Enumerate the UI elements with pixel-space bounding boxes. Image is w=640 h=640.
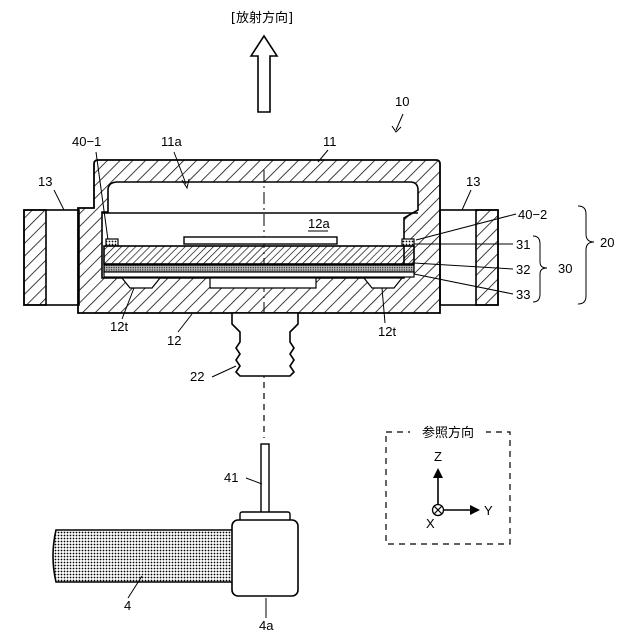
- label-31: 31: [516, 237, 530, 252]
- emission-direction-arrow: [251, 36, 277, 112]
- cable-4: [53, 530, 238, 582]
- label-40-2: 40−2: [518, 207, 547, 222]
- axis-y-label: Y: [484, 503, 493, 518]
- label-13-left-leader: [54, 190, 64, 210]
- axis-z-arrow: [433, 468, 443, 510]
- label-30: 30: [558, 261, 572, 276]
- label-10: 10: [395, 94, 409, 109]
- reference-direction-box: [386, 424, 510, 544]
- label-22-leader: [212, 366, 236, 377]
- layer-31: [104, 246, 414, 264]
- spacer-40-2: [402, 239, 414, 246]
- label-4a: 4a: [259, 618, 274, 633]
- top-electrode-plate: [184, 237, 337, 244]
- side-flange-left: [24, 210, 79, 305]
- label-40-1: 40−1: [72, 134, 101, 149]
- axis-y-arrow: [438, 505, 480, 515]
- label-11: 11: [323, 134, 337, 149]
- label-13-right-leader: [462, 190, 471, 210]
- axis-x-label: X: [426, 516, 435, 531]
- label-12a: 12a: [308, 216, 330, 231]
- axis-z-label: Z: [434, 449, 442, 464]
- label-20: 20: [600, 235, 614, 250]
- reference-box-title: 参照方向: [422, 425, 474, 441]
- label-4: 4: [124, 598, 131, 613]
- label-33: 33: [516, 287, 530, 302]
- axis-x-into-page-icon: [433, 505, 444, 516]
- pad-center: [210, 278, 316, 288]
- connector-head-4a: [232, 512, 298, 596]
- brace-20: [578, 206, 594, 304]
- label-41: 41: [224, 470, 238, 485]
- direction-label: [放射方向]: [231, 10, 293, 26]
- label-13-left: 13: [38, 174, 52, 189]
- brace-30: [533, 236, 547, 302]
- label-12-leader: [178, 314, 192, 332]
- label-11a: 11a: [161, 134, 182, 149]
- label-12t-left: 12t: [110, 319, 128, 334]
- layer-33: [104, 272, 414, 277]
- label-13-right: 13: [466, 174, 480, 189]
- label-22: 22: [190, 369, 204, 384]
- connector-22: [232, 313, 298, 376]
- label-32: 32: [516, 262, 530, 277]
- label-10-leader: [396, 114, 403, 130]
- layer-32: [104, 265, 414, 272]
- side-flange-right: [440, 210, 498, 305]
- spacer-40-1: [106, 239, 118, 246]
- label-12t-right: 12t: [378, 324, 396, 339]
- label-41-leader: [246, 478, 262, 484]
- label-12: 12: [167, 333, 181, 348]
- probe-41: [261, 444, 269, 514]
